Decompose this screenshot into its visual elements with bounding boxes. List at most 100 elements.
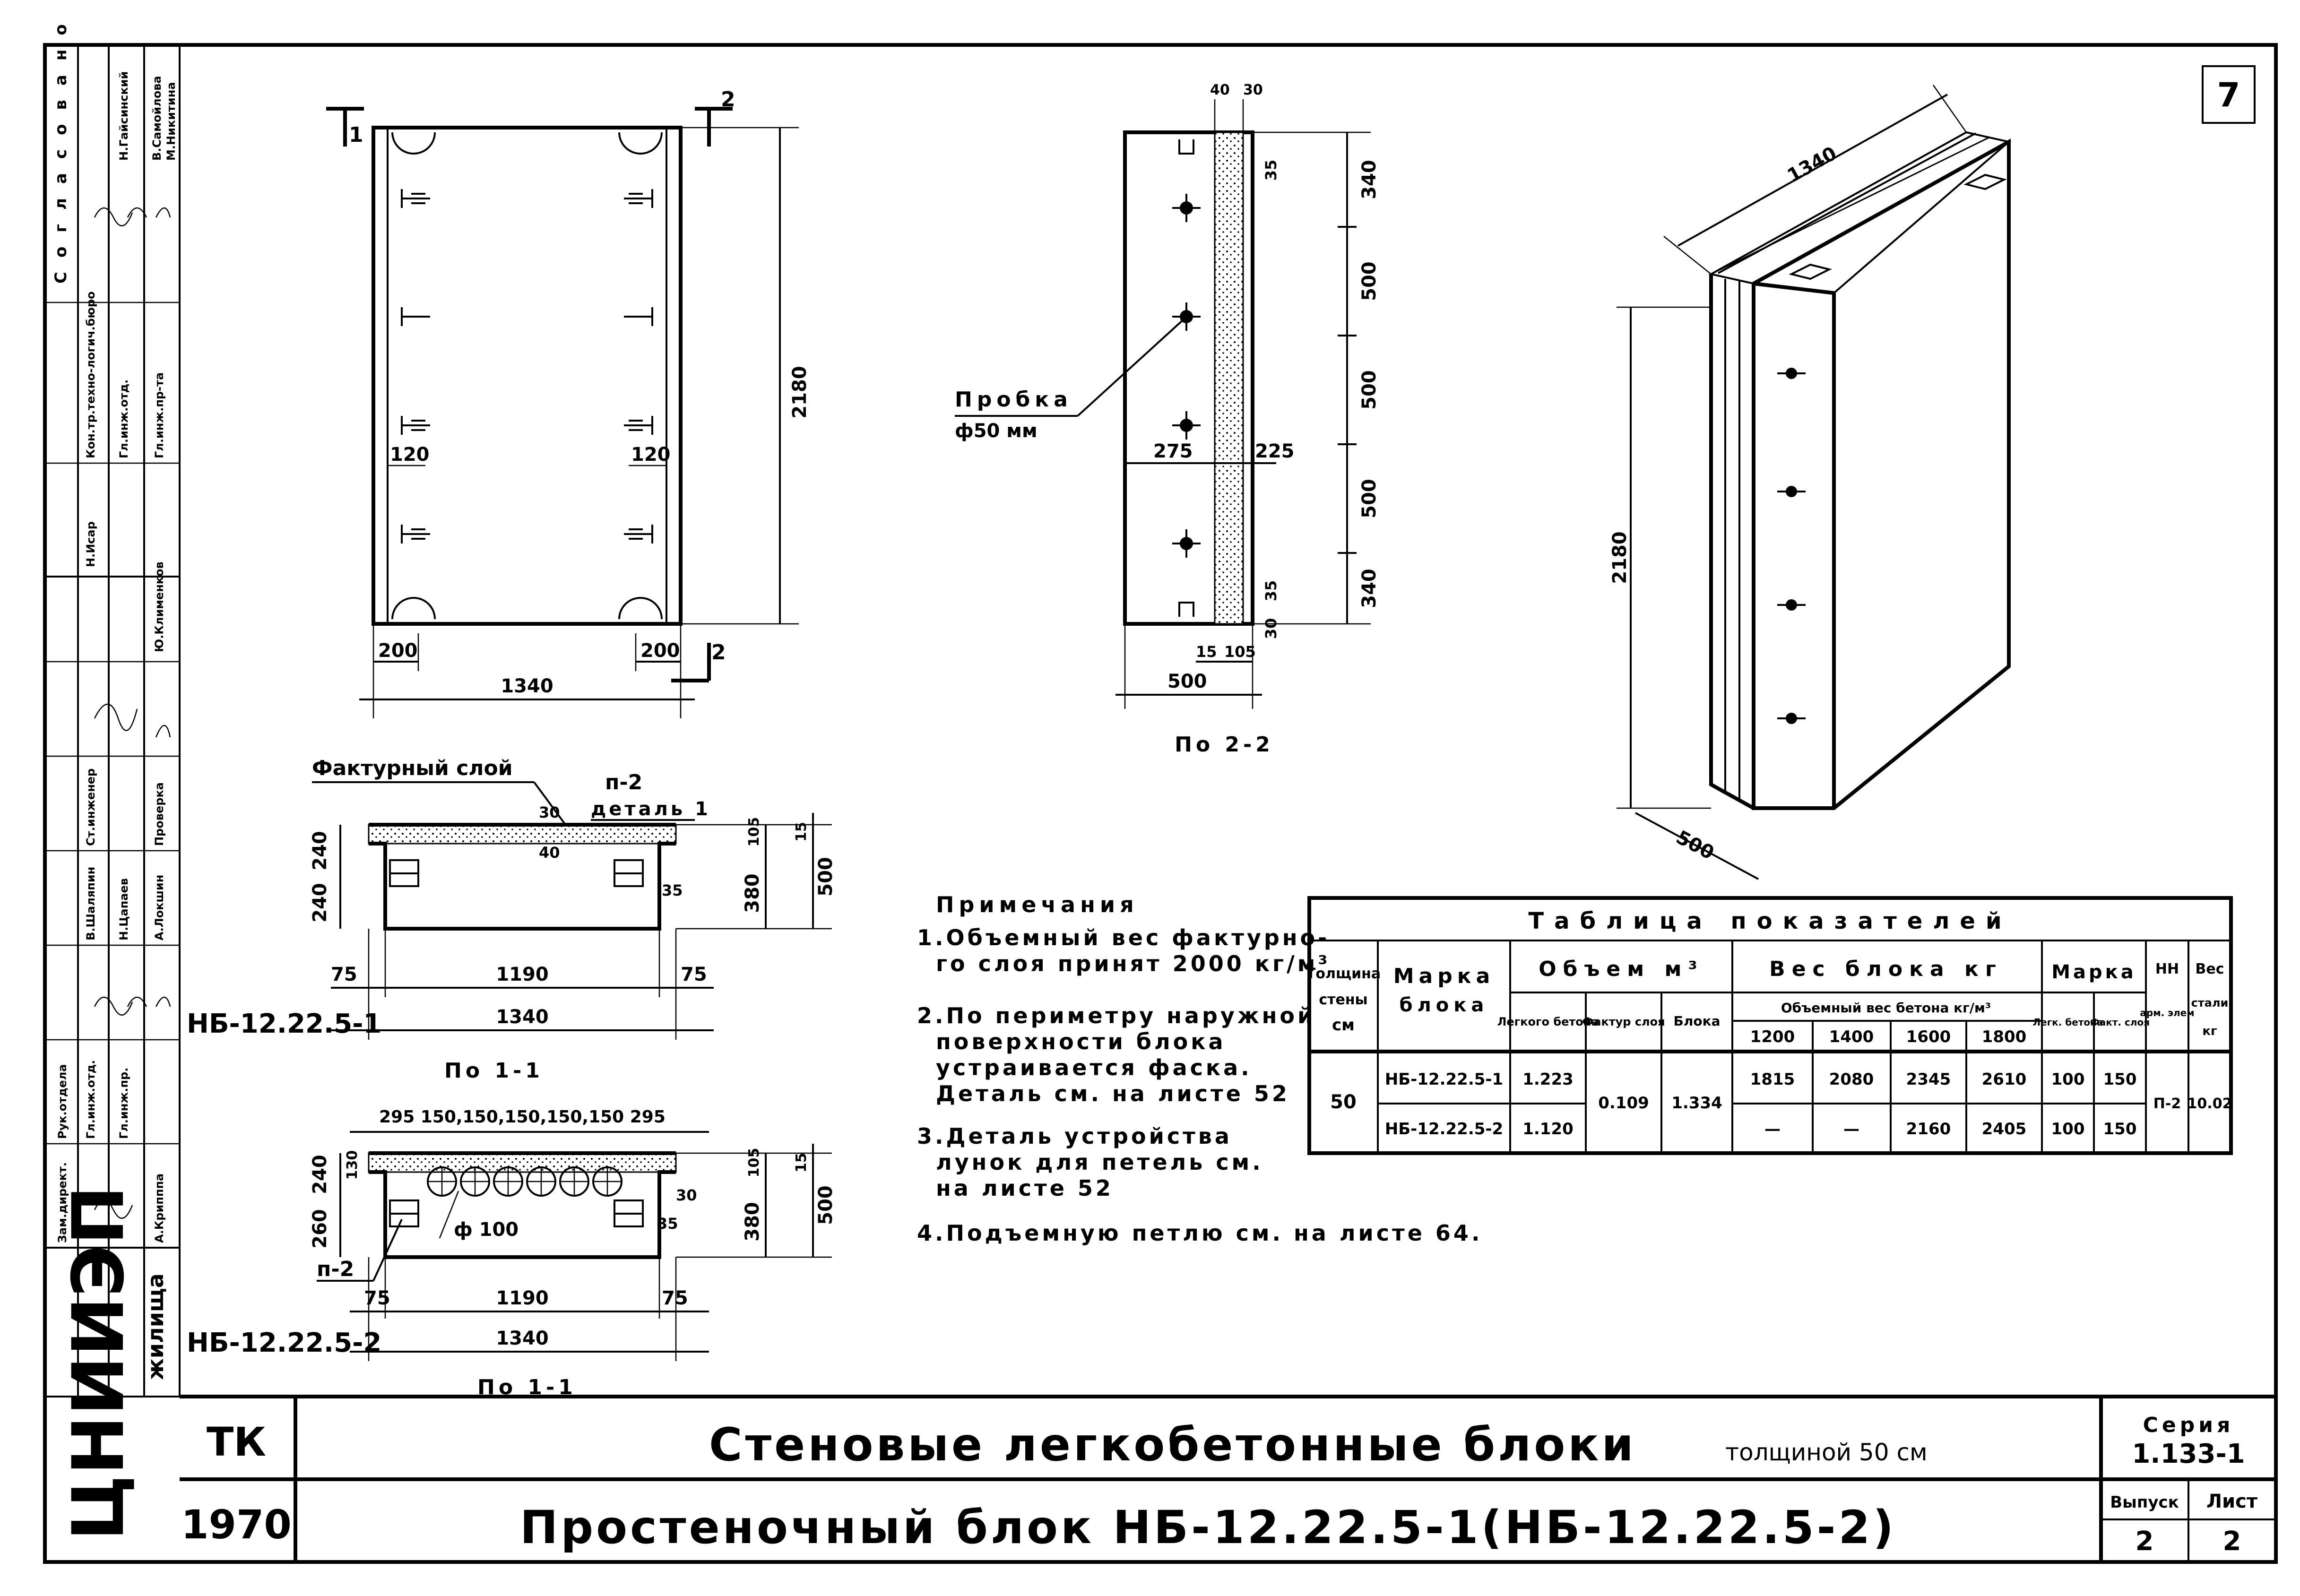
detail-label-2: п-2 (317, 1257, 354, 1281)
stamp-role: Зам.директ. (56, 1162, 69, 1243)
table-title: Таблица показателей (1528, 908, 2012, 934)
th-grade-col: Факт. слоя (2090, 1017, 2150, 1028)
tb-series-label: Серия (2143, 1413, 2234, 1437)
th-weight: Вес блока кг (1769, 957, 2003, 981)
w1340-dim: 1340 (496, 1328, 548, 1349)
approval-stamp: Согласовано Н.Гайсинский В.Самойлова М.Н… (45, 10, 180, 1541)
th-arm: арм. элем (2140, 1007, 2194, 1018)
side-caption: По 2-2 (1175, 733, 1274, 757)
tb-title-suffix: толщиной 50 см (1725, 1439, 1928, 1466)
iso-width: 500 (1672, 827, 1717, 864)
td-w1800: 2610 (1982, 1070, 2027, 1089)
section-mark: 2 (721, 87, 735, 112)
tb-sheet: 2 (2223, 1526, 2241, 1557)
dim-40: 40 (539, 844, 560, 862)
td-g-fact: 150 (2103, 1070, 2137, 1089)
r380-dim: 380 (742, 873, 763, 913)
indicators-table: Таблица показателей Толщина стены см Мар… (1306, 896, 2233, 1155)
note-line: 4.Подъемную петлю см. на листе 64. (917, 1220, 1482, 1246)
th-vol-col: Блока (1674, 1013, 1721, 1029)
w75b-dim: 75 (662, 1287, 688, 1309)
layer-label: Фактурный слой (312, 756, 513, 780)
w1190-dim: 1190 (496, 1287, 548, 1309)
th-thickness: стены (1319, 992, 1367, 1008)
stamp-name: В.Самойлова (150, 76, 164, 161)
th-weight-col: 1200 (1750, 1027, 1795, 1046)
top-dims: 295 150,150,150,150,150 295 (379, 1107, 666, 1127)
section-1-1-variant-2: 295 150,150,150,150,150 295 ф 100 30 35 … (187, 1107, 837, 1399)
front-width: 1340 (501, 675, 553, 697)
tb-code: ТК (207, 1419, 266, 1465)
stamp-role: Проверка (153, 782, 166, 846)
td-mark: НБ-12.22.5-1 (1385, 1070, 1503, 1089)
detail-label: п-2 (605, 770, 642, 794)
side-seg: 500 (1358, 370, 1380, 410)
w1340-dim: 1340 (496, 1006, 548, 1028)
th-thickness: Толщина (1306, 966, 1381, 982)
sheet-number: 7 (2217, 76, 2240, 114)
stamp-name: А.Локшин (153, 875, 166, 940)
tb-title: Стеновые легкобетонные блоки (709, 1418, 1636, 1471)
th-vol-col: Легкого бетона (1497, 1015, 1599, 1028)
side-top-b: 30 (1243, 82, 1263, 98)
note-line: на листе 52 (936, 1175, 1114, 1201)
notes: Примечания 1.Объемный вес фактурно- го с… (917, 892, 1482, 1246)
side-right-mid: 225 (1255, 440, 1295, 462)
dim-35: 35 (662, 881, 683, 899)
th-steel: стали (2191, 996, 2229, 1009)
td-steel: 10.02 (2188, 1096, 2232, 1112)
td-v-block: 1.334 (1671, 1094, 1722, 1113)
stamp-name: Н.Исар (84, 521, 97, 567)
td-w1600: 2160 (1906, 1120, 1951, 1139)
stamp-role: Ст.инженер (84, 768, 97, 846)
td-g-fact: 150 (2103, 1120, 2137, 1139)
th-weight-col: 1600 (1906, 1027, 1951, 1046)
section-1-1-variant-1: Фактурный слой п-2 деталь 1 30 40 35 240… (187, 756, 837, 1083)
side-seg: 500 (1358, 261, 1380, 301)
stamp-role: Гл.инж.пр-та (153, 372, 166, 458)
stamp-name: А.Крипппа (153, 1173, 166, 1243)
th-grade-col: Легк. бетона (2033, 1017, 2103, 1028)
td-mark: НБ-12.22.5-2 (1385, 1120, 1503, 1139)
td-thickness: 50 (1330, 1091, 1357, 1113)
td-v-fact: 0.109 (1598, 1094, 1649, 1113)
side-right-top: 35 (1262, 160, 1280, 181)
side-right-bottom: 35 (1262, 580, 1280, 602)
th-grade: Марка (2051, 961, 2136, 983)
tb-series: 1.133-1 (2132, 1439, 2245, 1469)
td-w1200: 1815 (1750, 1070, 1795, 1089)
left-bot-dim: 240 (309, 883, 331, 923)
tb-issue-label: Выпуск (2110, 1493, 2179, 1512)
stamp-name: М.Никитина (164, 82, 178, 161)
w75a-dim: 75 (331, 964, 357, 985)
side-left-mid: 275 (1153, 440, 1193, 462)
th-arm: НН (2155, 961, 2179, 977)
side-bottom-a: 15 (1196, 643, 1217, 661)
front-view: 120 120 1 2 2 2180 200 200 1340 (326, 87, 811, 718)
front-height: 2180 (789, 366, 811, 418)
stamp-name: В.Шаляпин (84, 867, 97, 940)
note-line: 2.По периметру наружной (917, 1003, 1315, 1028)
side-bottom-b: 105 (1224, 643, 1256, 661)
block-mark-1: НБ-12.22.5-1 (187, 1009, 381, 1039)
side-view: Пробка ф50 мм 40 30 35 340 500 500 500 3… (955, 82, 1380, 757)
dim-30: 30 (539, 803, 560, 821)
r500-dim: 500 (815, 1185, 837, 1225)
detail-sub: деталь 1 (591, 798, 711, 820)
r105-dim: 105 (746, 817, 762, 847)
tb-subtitle: Простеночный блок НБ-12.22.5-1(НБ-12.22.… (520, 1501, 1896, 1554)
w1190-dim: 1190 (496, 964, 548, 985)
side-seg: 340 (1358, 569, 1380, 608)
w75a-dim: 75 (364, 1287, 390, 1309)
stamp-agreed: Согласовано (52, 10, 70, 284)
section-caption-1: По 1-1 (444, 1059, 544, 1083)
org-main: ЦНИИЭП (58, 1186, 140, 1541)
th-weight-col: 1800 (1982, 1027, 2027, 1046)
hole-dim: ф 100 (454, 1219, 519, 1241)
note-line: Деталь см. на листе 52 (936, 1081, 1290, 1106)
th-mark: Марка (1393, 964, 1495, 988)
td-v-light: 1.120 (1522, 1120, 1574, 1139)
r500-dim: 500 (815, 857, 837, 897)
r15-dim: 15 (793, 1153, 810, 1173)
